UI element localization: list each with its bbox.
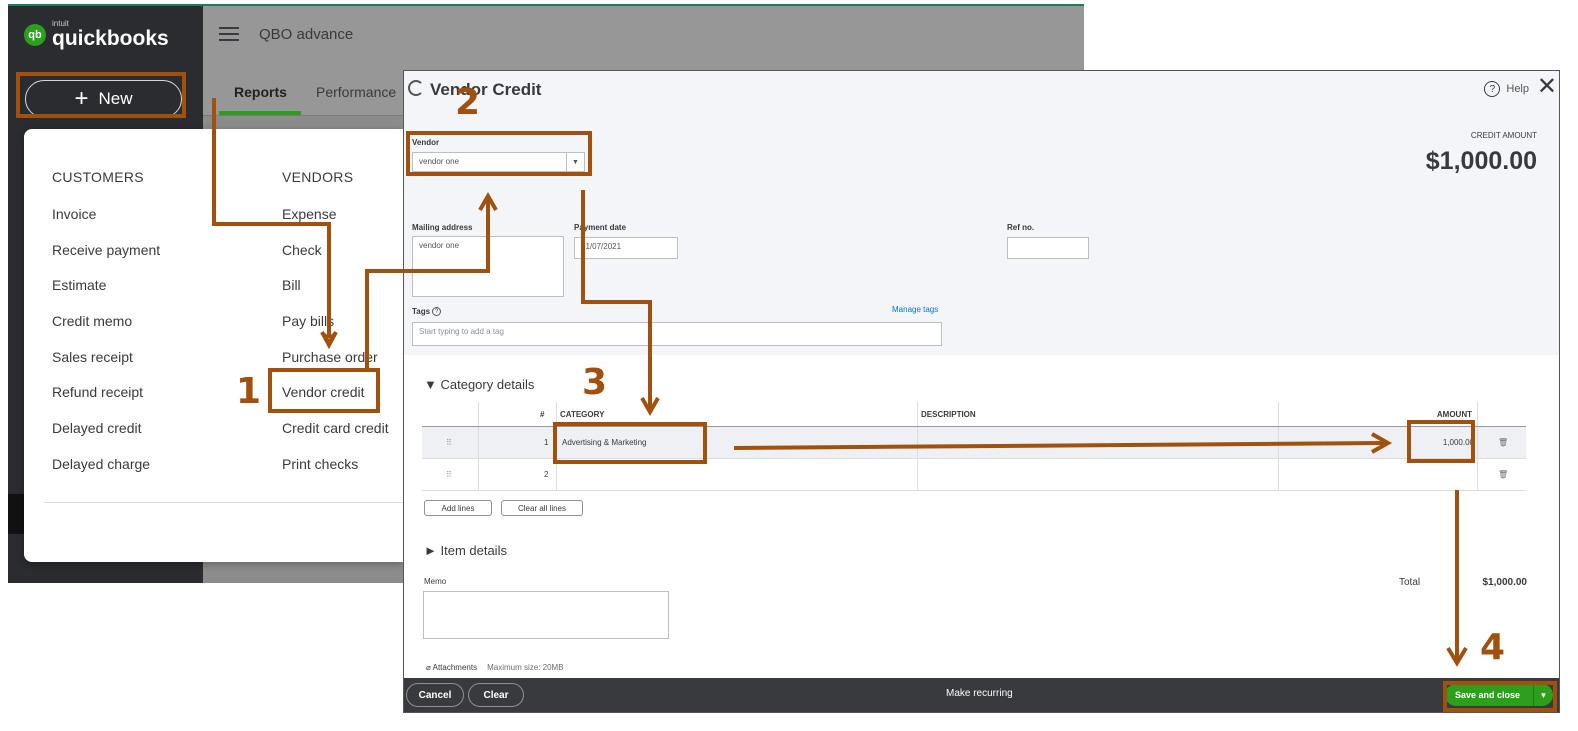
vendor-credit-window: Vendor Credit ? Help ✕ Vendor vendor one… (403, 70, 1560, 713)
menu-item-credit-memo[interactable]: Credit memo (52, 313, 133, 330)
save-and-close-button[interactable]: Save and close ▼ (1445, 684, 1553, 706)
caret-right-icon: ► (424, 543, 441, 558)
menu-item-delayed-charge[interactable]: Delayed charge (52, 455, 151, 472)
menu-item-estimate[interactable]: Estimate (52, 277, 107, 294)
customers-heading: CUSTOMERS (52, 169, 144, 185)
table-header: # CATEGORY DESCRIPTION AMOUNT (422, 402, 1526, 427)
plus-icon: + (74, 85, 89, 112)
attachments-section[interactable]: ⌀ Attachments Maximum size: 20MB (426, 663, 564, 672)
row-num: 2 (544, 470, 549, 479)
caret-down-icon: ▼ (424, 377, 441, 392)
drag-handle-icon[interactable]: ⠿ (446, 438, 452, 447)
row-amount[interactable]: 1,000.00 (1442, 438, 1474, 447)
vendor-select-value: vendor one (419, 157, 460, 166)
total-label: Total (1399, 577, 1421, 588)
mailing-address-label: Mailing address (412, 223, 473, 232)
menu-item-invoice[interactable]: Invoice (52, 206, 97, 222)
menu-item-receive-payment[interactable]: Receive payment (52, 241, 161, 258)
column-amount: AMOUNT (1436, 409, 1472, 419)
credit-amount-value: $1,000.00 (1425, 147, 1537, 175)
category-table: # CATEGORY DESCRIPTION AMOUNT ⠿ 1 Advert… (422, 402, 1526, 491)
row-category[interactable]: Advertising & Marketing (562, 438, 647, 447)
add-lines-button[interactable]: Add lines (424, 500, 492, 516)
trash-icon[interactable]: 🗑 (1498, 438, 1509, 447)
vendors-column: VENDORS Expense Check Bill Pay bills Pur… (282, 169, 389, 493)
help-label: Help (1506, 83, 1529, 95)
vendor-select[interactable]: vendor one ▼ (412, 152, 585, 172)
item-details-header[interactable]: ► Item details (424, 543, 507, 558)
hamburger-menu-icon[interactable] (219, 27, 239, 41)
menu-item-bill[interactable]: Bill (282, 277, 301, 294)
menu-item-pay-bills[interactable]: Pay bills (282, 313, 335, 330)
help-icon: ? (1484, 81, 1501, 97)
top-header: QBO advance (203, 6, 1084, 62)
intuit-label: intuit (52, 19, 69, 28)
ref-no-label: Ref no. (1007, 223, 1035, 232)
tab-performance[interactable]: Performance (316, 84, 397, 100)
tags-input[interactable]: Start typing to add a tag (412, 322, 942, 346)
credit-amount-label: CREDIT AMOUNT (1470, 131, 1537, 140)
column-description: DESCRIPTION (921, 409, 976, 419)
cancel-button[interactable]: Cancel (406, 683, 464, 707)
manage-tags-link[interactable]: Manage tags (892, 305, 939, 314)
menu-item-expense[interactable]: Expense (282, 206, 337, 222)
menu-item-credit-card-credit[interactable]: Credit card credit (282, 420, 389, 437)
table-row[interactable]: ⠿ 1 Advertising & Marketing 1,000.00 🗑 (422, 427, 1526, 459)
clear-all-lines-button[interactable]: Clear all lines (501, 500, 583, 516)
company-name: QBO advance (259, 25, 354, 43)
memo-field[interactable] (423, 591, 669, 639)
form-header-section (404, 71, 1559, 355)
chevron-down-icon[interactable]: ▼ (566, 153, 584, 171)
close-icon[interactable]: ✕ (1536, 73, 1557, 100)
trash-icon[interactable]: 🗑 (1498, 470, 1509, 479)
new-button[interactable]: + New (25, 80, 182, 118)
paperclip-icon: ⌀ (426, 663, 431, 672)
column-category: CATEGORY (560, 409, 605, 419)
tags-label: Tags? (412, 307, 442, 317)
column-num: # (540, 409, 545, 419)
menu-item-check[interactable]: Check (282, 241, 322, 258)
attachments-label: Attachments (432, 663, 478, 672)
menu-item-sales-receipt[interactable]: Sales receipt (52, 348, 133, 365)
ref-no-field[interactable] (1007, 237, 1089, 259)
table-row[interactable]: ⠿ 2 🗑 (422, 459, 1526, 491)
clear-button[interactable]: Clear (468, 683, 524, 707)
active-tab-indicator (219, 111, 301, 115)
drag-handle-icon[interactable]: ⠿ (446, 470, 452, 479)
row-num: 1 (544, 438, 549, 447)
step-number-1: 1 (236, 371, 262, 412)
max-size-label: Maximum size: 20MB (487, 663, 564, 672)
vendor-label: Vendor (412, 138, 440, 147)
menu-item-delayed-credit[interactable]: Delayed credit (52, 420, 142, 437)
question-icon[interactable]: ? (432, 307, 442, 317)
vendors-heading: VENDORS (282, 169, 354, 185)
menu-divider (44, 502, 404, 503)
form-title: Vendor Credit (430, 80, 542, 99)
step-number-4: 4 (1480, 627, 1506, 668)
chevron-down-icon[interactable]: ▼ (1533, 684, 1553, 706)
total-value: $1,000.00 (1482, 577, 1528, 588)
history-icon[interactable] (408, 80, 424, 96)
make-recurring-link[interactable]: Make recurring (946, 688, 1013, 699)
menu-item-purchase-order[interactable]: Purchase order (282, 348, 378, 365)
tab-reports[interactable]: Reports (234, 84, 287, 100)
step-number-3: 3 (582, 362, 608, 403)
new-button-label: New (98, 89, 133, 108)
memo-label: Memo (424, 577, 447, 586)
category-details-header[interactable]: ▼ Category details (424, 377, 535, 392)
menu-item-print-checks[interactable]: Print checks (282, 455, 359, 472)
menu-item-refund-receipt[interactable]: Refund receipt (52, 384, 144, 401)
payment-date-field[interactable]: 01/07/2021 (574, 237, 678, 259)
mailing-address-field[interactable]: vendor one (412, 236, 564, 297)
menu-item-vendor-credit[interactable]: Vendor credit (282, 384, 365, 401)
qb-logo-icon: qb (24, 23, 46, 46)
step-number-2: 2 (455, 82, 481, 123)
help-link[interactable]: ? Help (1484, 81, 1529, 97)
new-dropdown-menu: CUSTOMERS Invoice Receive payment Estima… (24, 129, 404, 562)
quickbooks-label: quickbooks (52, 27, 169, 50)
form-footer: Cancel Clear Make recurring Save and clo… (404, 678, 1559, 712)
customers-column: CUSTOMERS Invoice Receive payment Estima… (52, 169, 160, 493)
payment-date-label: Payment date (574, 223, 627, 232)
quickbooks-logo: qb intuit quickbooks (24, 20, 169, 49)
